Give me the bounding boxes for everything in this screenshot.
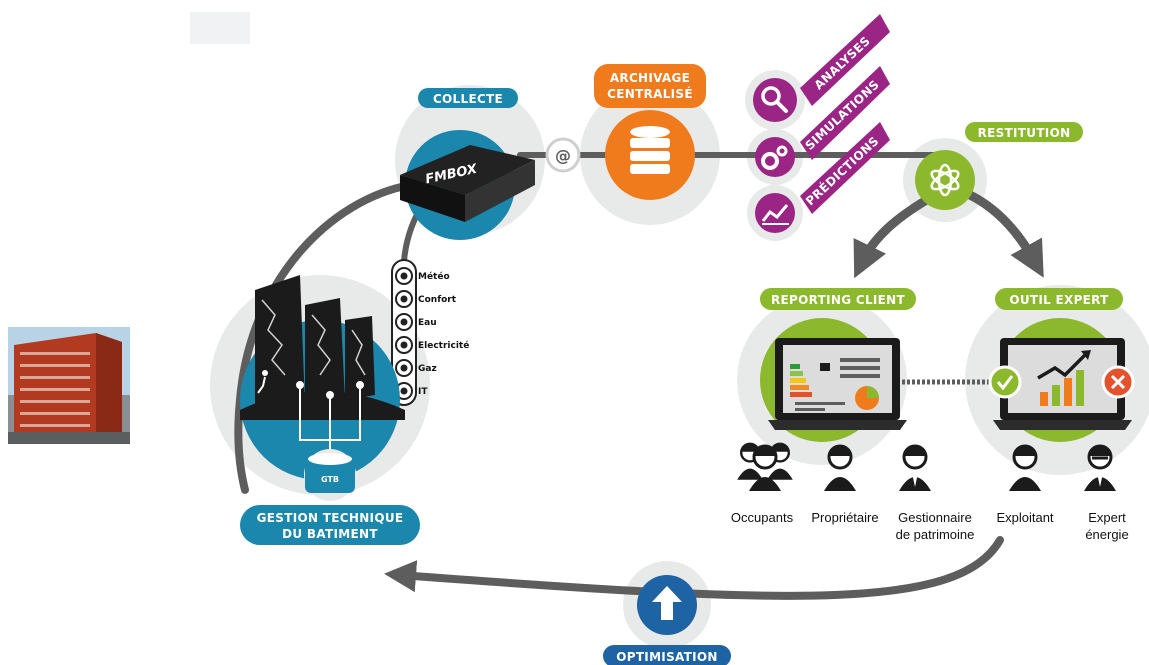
feed-label-2: Eau [418, 318, 437, 328]
feed-label-3: Electricité [418, 340, 469, 351]
up-arrow-icon [652, 586, 682, 620]
person-icon [1084, 444, 1116, 491]
feed-icon-glyph-1 [400, 295, 408, 303]
feed-icon-glyph-4 [400, 364, 408, 372]
fmbox-device: FMBOX [400, 145, 535, 222]
collecte-node: FMBOX COLLECTE [400, 88, 535, 240]
archivage-pill [594, 64, 706, 108]
building-photo [8, 327, 130, 444]
at-connector: @ [545, 137, 581, 173]
archivage-label-line1: ARCHIVAGE [610, 71, 690, 85]
person-icon [899, 444, 931, 491]
reporting-laptop [768, 338, 907, 430]
feed-label-4: Gaz [418, 364, 437, 374]
stakeholder-name-line1: Expert [1088, 510, 1126, 525]
optimisation-pill [603, 645, 731, 665]
gtb-box-label: GTB [321, 475, 339, 484]
gears-icon [755, 137, 795, 177]
feed-label-0: Météo [418, 271, 450, 282]
group-person-icon [737, 442, 793, 491]
gtb-wires [296, 381, 364, 455]
stakeholder-name-line1: Occupants [731, 510, 794, 525]
expert-label: OUTIL EXPERT [1009, 293, 1109, 307]
cross-icon [1101, 365, 1135, 399]
gtb-pill [240, 505, 420, 545]
optimisation-label: OPTIMISATION [616, 650, 718, 664]
walking-person-icon [257, 370, 268, 394]
feed-icon-glyph-3 [400, 341, 408, 349]
magnifier-icon [753, 78, 797, 122]
check-icon [988, 365, 1022, 399]
restitution-label: RESTITUTION [978, 126, 1071, 140]
feed-label-1: Confort [418, 295, 457, 305]
stakeholder-name-line1: Propriétaire [811, 510, 878, 525]
feed-icon-glyph-2 [400, 318, 408, 326]
collecte-label: COLLECTE [433, 92, 503, 106]
database-icon [630, 126, 670, 174]
restitution-pill [965, 122, 1083, 142]
background-smudge [190, 12, 250, 44]
restitution-icon [930, 163, 960, 197]
stakeholder-name-line1: Exploitant [996, 510, 1053, 525]
feed-icon-glyph-0 [400, 272, 408, 280]
trend-chart-icon [755, 193, 795, 233]
archivage-label-line2: CENTRALISÉ [607, 86, 693, 101]
feed-icon-glyph-5 [400, 387, 408, 395]
loop-connections [234, 152, 1044, 600]
stakeholder-icons [737, 442, 1116, 491]
gtb-label-line2: DU BATIMENT [282, 527, 378, 541]
feed-label-5: IT [418, 387, 428, 397]
gtb-box: GTB [304, 449, 356, 501]
reporting-pill [760, 288, 916, 310]
person-icon [1009, 444, 1041, 491]
at-symbol: @ [555, 146, 571, 165]
gtb-node: GTB GESTION TECHNIQUE DU BATIMENT [240, 275, 420, 545]
reporting-label: REPORTING CLIENT [771, 293, 906, 307]
stakeholder-name-line2: de patrimoine [896, 527, 975, 542]
person-icon [824, 444, 856, 491]
energy-label-bars [790, 364, 812, 397]
restitution-node: RESTITUTION [915, 122, 1083, 210]
optimisation-node: OPTIMISATION [603, 575, 731, 665]
stakeholder-captions: Occupants Propriétaire Gestionnaire de patr… [731, 510, 1129, 542]
stakeholder-name-line1: Gestionnaire [898, 510, 972, 525]
archivage-node: ARCHIVAGE CENTRALISÉ [594, 64, 706, 200]
reporting-client-node: REPORTING CLIENT [760, 288, 916, 442]
collecte-pill [418, 88, 518, 108]
outil-expert-node: OUTIL EXPERT [988, 288, 1135, 442]
stakeholder-name-line2: énergie [1085, 527, 1128, 542]
gtb-label-line1: GESTION TECHNIQUE [257, 511, 404, 525]
bar-chart-icon [1037, 350, 1091, 406]
expert-laptop [993, 338, 1132, 430]
pie-chart-icon [855, 386, 879, 410]
expert-pill [995, 288, 1123, 310]
